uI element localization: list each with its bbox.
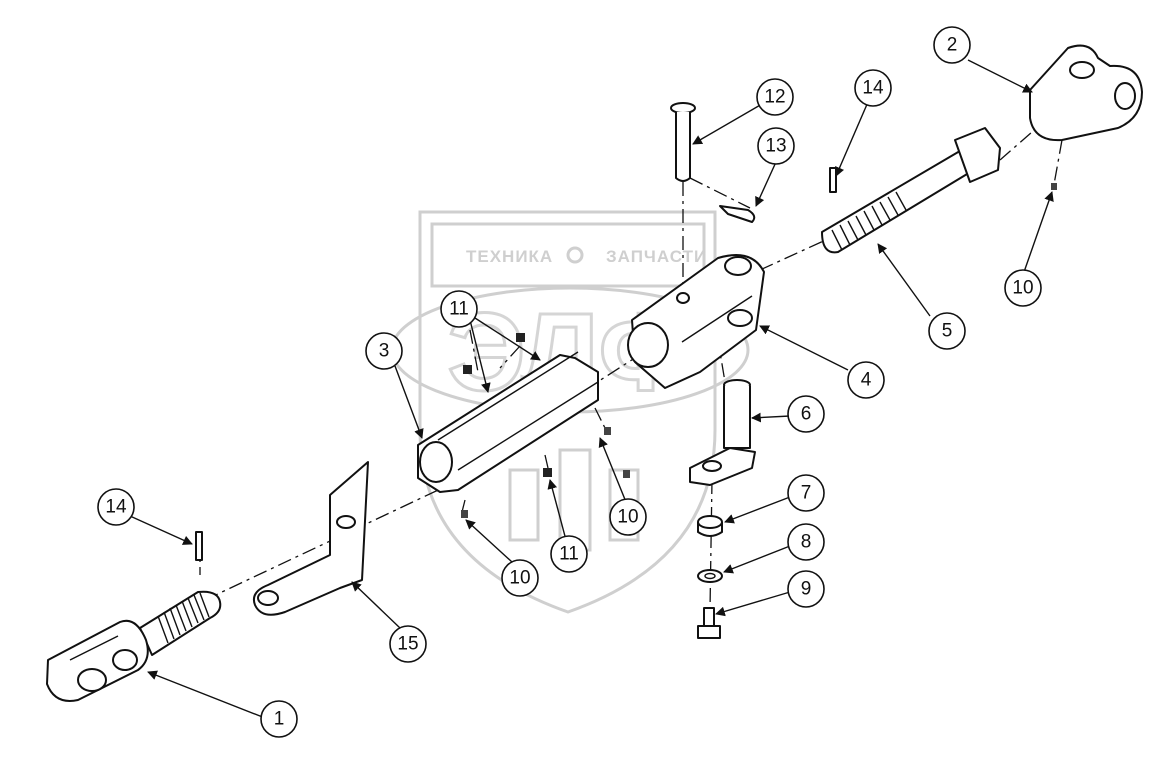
svg-text:6: 6: [801, 404, 812, 425]
part-10-screw: [461, 510, 468, 518]
watermark-text-right: ЗАПЧАСТИ: [606, 247, 707, 266]
part-14-pin-right: [829, 167, 837, 193]
svg-text:11: 11: [559, 544, 579, 565]
callout-5: 5: [928, 312, 966, 350]
callout-15: 15: [389, 625, 427, 663]
part-14-pin-left: [195, 531, 203, 561]
part-3-hex-tube: [417, 351, 599, 493]
callout-11a: 11: [440, 290, 478, 328]
callout-10b: 10: [609, 498, 647, 536]
part-9-bolt: [697, 607, 721, 639]
svg-text:9: 9: [801, 579, 812, 600]
svg-text:14: 14: [105, 497, 127, 518]
svg-text:10: 10: [617, 507, 638, 528]
part-13-cotter-pin: [719, 205, 756, 223]
part-11-screw: [543, 468, 552, 477]
callout-9: 9: [787, 570, 825, 608]
callout-2: 2: [933, 26, 971, 64]
callout-8: 8: [787, 523, 825, 561]
svg-text:5: 5: [942, 321, 953, 342]
callout-14b: 14: [854, 69, 892, 107]
callout-14a: 14: [97, 488, 135, 526]
callout-3: 3: [365, 332, 403, 370]
callout-6: 6: [787, 395, 825, 433]
part-11-screw: [463, 365, 472, 374]
callout-1: 1: [260, 700, 298, 738]
callout-11b: 11: [550, 535, 588, 573]
svg-text:2: 2: [947, 35, 958, 56]
part-10-screw: [604, 427, 611, 435]
part-6-tab-pin: [689, 379, 756, 486]
callout-balloons: 1 2 3 4 5 6 7 8 9 10 10 10 11 11 12 13 1…: [97, 26, 1042, 738]
part-10-screw: [623, 470, 630, 478]
svg-text:12: 12: [764, 87, 785, 108]
svg-text:7: 7: [801, 483, 812, 504]
part-2-fork-end: [1029, 44, 1143, 142]
part-7-spacer: [697, 515, 723, 537]
callout-4: 4: [847, 361, 885, 399]
set-screws: [461, 183, 1057, 518]
svg-text:3: 3: [379, 341, 390, 362]
part-1-clevis-rod: [46, 590, 222, 702]
svg-text:15: 15: [397, 634, 418, 655]
svg-text:10: 10: [1012, 278, 1033, 299]
svg-text:8: 8: [801, 532, 812, 553]
svg-text:14: 14: [862, 78, 884, 99]
callout-10c: 10: [1004, 269, 1042, 307]
leader-lines: [129, 59, 1054, 719]
part-5-bolt: [821, 127, 1001, 254]
part-12-clevis-pin: [670, 102, 696, 182]
callout-10a: 10: [501, 559, 539, 597]
svg-text:4: 4: [861, 370, 872, 391]
svg-text:1: 1: [274, 709, 285, 730]
part-11-screw: [516, 333, 525, 342]
part-15-bracket: [252, 461, 369, 616]
svg-text:11: 11: [449, 299, 469, 320]
callout-13: 13: [757, 127, 795, 165]
svg-text:13: 13: [765, 136, 786, 157]
watermark-text-left: ТЕХНИКА: [466, 247, 553, 266]
part-10-screw: [1051, 183, 1057, 190]
gear-icon: [566, 246, 584, 264]
callout-12: 12: [756, 78, 794, 116]
callout-7: 7: [787, 474, 825, 512]
part-4-yoke: [627, 254, 765, 389]
part-8-washer: [697, 569, 723, 583]
svg-text:10: 10: [509, 568, 530, 589]
